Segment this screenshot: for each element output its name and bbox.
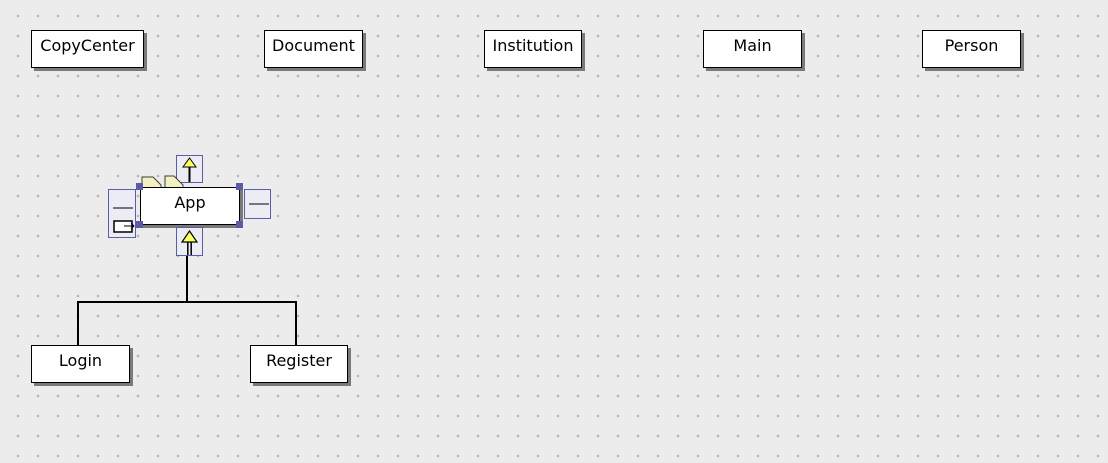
add-subclass-button[interactable] — [176, 227, 203, 256]
class-name: Login — [58, 351, 103, 370]
class-name: Institution — [492, 36, 574, 55]
add-association-button[interactable] — [244, 189, 271, 219]
class-name: Register — [266, 351, 332, 370]
add-superclass-button[interactable] — [176, 155, 203, 183]
class-name: Main — [733, 36, 772, 55]
inheritance-connector[interactable] — [77, 256, 297, 345]
class-name: App — [174, 193, 206, 212]
class-login[interactable]: Login — [31, 345, 130, 383]
resize-handle-bottom-right[interactable] — [236, 221, 243, 228]
class-copycenter[interactable]: CopyCenter — [31, 30, 144, 68]
association-icon — [249, 203, 269, 205]
class-app[interactable]: App — [140, 187, 240, 225]
class-name: Document — [272, 36, 355, 55]
superclass-arrow-icon — [182, 157, 197, 182]
resize-handle-top-right[interactable] — [236, 183, 243, 190]
class-main[interactable]: Main — [703, 30, 802, 68]
class-person[interactable]: Person — [922, 30, 1021, 68]
attribute-operation-icon — [113, 207, 135, 233]
class-name: CopyCenter — [40, 36, 135, 55]
resize-handle-top-left[interactable] — [136, 183, 143, 190]
class-institution[interactable]: Institution — [484, 30, 582, 68]
class-document[interactable]: Document — [264, 30, 363, 68]
class-register[interactable]: Register — [250, 345, 348, 383]
inheritance-arrow-icon — [180, 229, 199, 255]
resize-handle-bottom-left[interactable] — [136, 221, 143, 228]
add-attribute-operation-button[interactable] — [108, 189, 136, 238]
class-name: Person — [944, 36, 999, 55]
